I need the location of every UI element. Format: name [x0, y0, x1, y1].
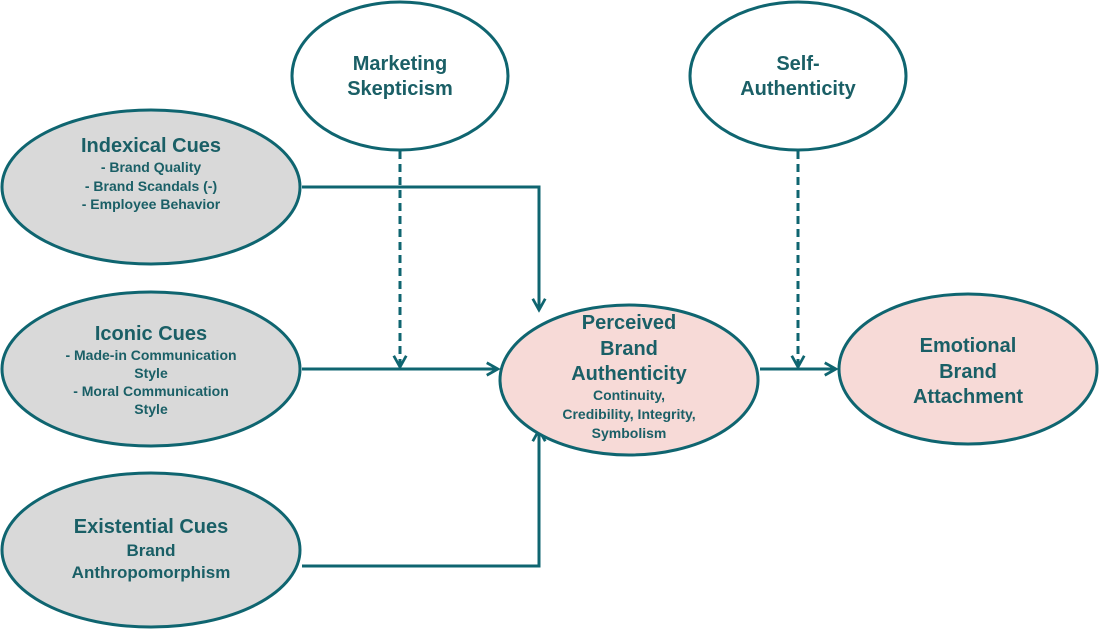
perceived-authenticity-item: Symbolism	[592, 425, 667, 441]
node-iconic-cues: Iconic Cues - Made-in Communication Styl…	[0, 290, 302, 448]
marketing-skepticism-label: Marketing	[353, 53, 447, 75]
node-indexical-cues: Indexical Cues - Brand Quality - Brand S…	[0, 108, 302, 266]
indexical-cues-title: Indexical Cues	[81, 135, 221, 157]
perceived-authenticity-label: Perceived	[582, 312, 677, 334]
self-authenticity-label: Self-	[776, 53, 819, 75]
existential-cue-item: Brand	[126, 541, 175, 560]
perceived-authenticity-item: Continuity,	[593, 387, 665, 403]
iconic-cues-title: Iconic Cues	[95, 323, 207, 345]
node-marketing-skepticism: Marketing Skepticism	[290, 0, 510, 152]
edge-indexical-to-perceived	[302, 185, 539, 310]
iconic-cue-item: Style	[134, 365, 168, 381]
perceived-authenticity-label: Brand	[600, 338, 658, 360]
iconic-cue-item: - Made-in Communication	[65, 347, 236, 363]
node-existential-cues: Existential Cues Brand Anthropomorphism	[0, 471, 302, 629]
indexical-cue-item: - Employee Behavior	[82, 196, 221, 212]
iconic-cue-item: Style	[134, 401, 168, 417]
perceived-authenticity-label: Authenticity	[571, 363, 687, 385]
perceived-authenticity-item: Credibility, Integrity,	[562, 406, 695, 422]
indexical-cue-item: - Brand Scandals (-)	[85, 178, 217, 194]
edge-existential-to-perceived	[302, 430, 539, 568]
marketing-skepticism-label: Skepticism	[347, 78, 453, 100]
indexical-cue-item: - Brand Quality	[101, 159, 202, 175]
existential-cue-item: Anthropomorphism	[72, 563, 231, 582]
existential-cues-title: Existential Cues	[74, 516, 229, 538]
node-self-authenticity: Self- Authenticity	[688, 0, 908, 152]
iconic-cue-item: - Moral Communication	[73, 383, 229, 399]
self-authenticity-label: Authenticity	[740, 78, 856, 100]
node-emotional-brand-attachment: Emotional Brand Attachment	[837, 292, 1099, 446]
emotional-attachment-label: Attachment	[913, 386, 1023, 408]
emotional-attachment-label: Emotional	[920, 335, 1017, 357]
node-perceived-brand-authenticity: Perceived Brand Authenticity Continuity,…	[498, 303, 760, 457]
emotional-attachment-label: Brand	[939, 361, 997, 383]
